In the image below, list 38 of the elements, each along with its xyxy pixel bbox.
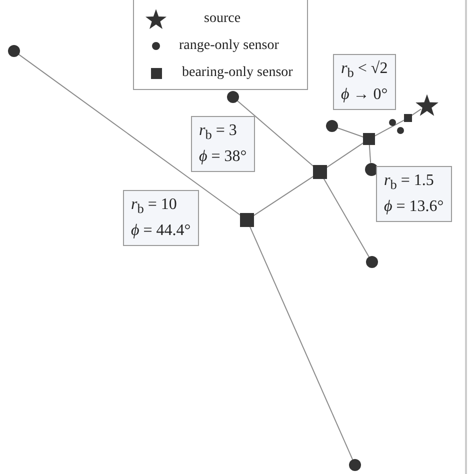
formula-text: ϕ = 44.4° [131, 221, 191, 242]
connector-line [236, 100, 316, 168]
square-marker [363, 133, 375, 145]
connector-line [325, 142, 364, 169]
circle-marker [8, 45, 20, 57]
circle-marker [227, 91, 239, 103]
annotation-box [191, 116, 255, 172]
annotation-box [123, 190, 199, 246]
connector-line [252, 175, 315, 217]
legend-label: range-only sensor [179, 37, 279, 55]
circle-marker [326, 120, 338, 132]
star-marker [415, 93, 439, 117]
square-marker [404, 114, 412, 122]
square-marker [240, 213, 254, 227]
formula-text: r$_{b}$ = 3 [199, 121, 238, 144]
annotation-box [333, 54, 396, 110]
connector-line [410, 108, 422, 116]
connector-line [368, 144, 372, 164]
square-marker [313, 165, 327, 179]
connector-line [374, 119, 405, 137]
circle-marker [396, 126, 404, 134]
connector-line [323, 178, 370, 258]
circle-marker [366, 256, 378, 268]
circle-marker [349, 459, 361, 471]
circle-marker [364, 162, 378, 176]
connector-line [249, 226, 354, 460]
formula-text: ϕ = 13.6° [384, 197, 444, 218]
connector-line [18, 54, 242, 216]
connector-line [336, 127, 364, 138]
circle-marker [388, 118, 396, 126]
formula-text: ϕ → 0° [341, 85, 388, 106]
annotation-box [376, 166, 452, 222]
legend-label: bearing-only sensor [182, 64, 293, 82]
formula-text: r$_{b}$ = 10 [131, 195, 178, 218]
formula-text: r$_{b}$ < √2 [341, 59, 388, 82]
legend-label: source [204, 10, 241, 28]
formula-text: r$_{b}$ = 1.5 [384, 171, 435, 194]
formula-text: ϕ = 38° [199, 147, 247, 168]
